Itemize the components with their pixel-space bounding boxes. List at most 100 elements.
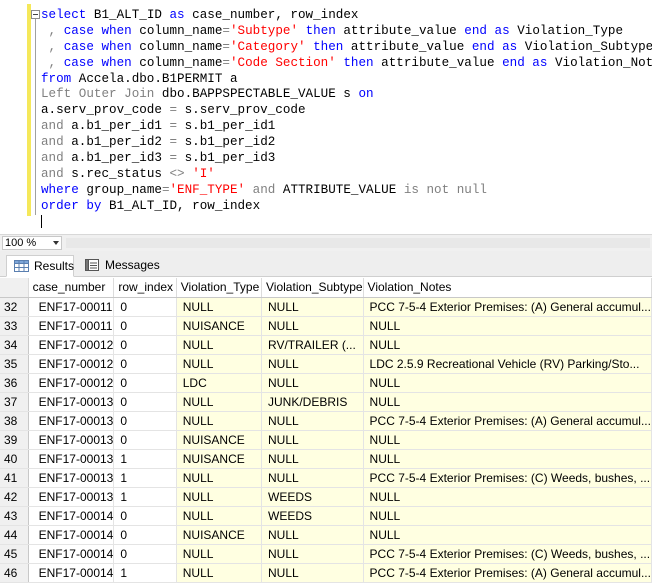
row-number[interactable]: 46 xyxy=(0,563,29,583)
grid-cell[interactable]: NULL xyxy=(261,525,364,545)
grid-cell[interactable]: NUISANCE xyxy=(176,316,263,336)
grid-cell[interactable]: ENF17-00014 xyxy=(28,544,115,564)
grid-cell[interactable]: PCC 7-5-4 Exterior Premises: (A) General… xyxy=(363,411,652,431)
grid-cell[interactable]: NULL xyxy=(363,430,652,450)
grid-cell[interactable]: ENF17-00014 xyxy=(28,506,115,526)
row-number[interactable]: 40 xyxy=(0,449,29,469)
tab-messages[interactable]: Messages xyxy=(78,255,160,277)
tab-results[interactable]: Results xyxy=(6,255,74,277)
column-header-case-number[interactable]: case_number xyxy=(28,278,115,298)
grid-cell[interactable]: NULL xyxy=(176,411,263,431)
grid-cell[interactable]: 0 xyxy=(113,316,177,336)
grid-cell[interactable]: ENF17-00013 xyxy=(28,411,115,431)
grid-cell[interactable]: NULL xyxy=(363,335,652,355)
grid-cell[interactable]: ENF17-00013 xyxy=(28,430,115,450)
grid-cell[interactable]: PCC 7-5-4 Exterior Premises: (A) General… xyxy=(363,563,652,583)
grid-cell[interactable]: 0 xyxy=(113,354,177,374)
grid-cell[interactable]: NULL xyxy=(363,373,652,393)
grid-cell[interactable]: NUISANCE xyxy=(176,525,263,545)
grid-cell[interactable]: NULL xyxy=(176,468,263,488)
grid-cell[interactable]: 1 xyxy=(113,563,177,583)
row-number[interactable]: 42 xyxy=(0,487,29,507)
grid-cell[interactable]: ENF17-00013 xyxy=(28,392,115,412)
grid-cell[interactable]: PCC 7-5-4 Exterior Premises: (C) Weeds, … xyxy=(363,544,652,564)
row-number[interactable]: 34 xyxy=(0,335,29,355)
row-number[interactable]: 39 xyxy=(0,430,29,450)
grid-cell[interactable]: RV/TRAILER (... xyxy=(261,335,364,355)
grid-cell[interactable]: 0 xyxy=(113,392,177,412)
grid-cell[interactable]: ENF17-00013 xyxy=(28,487,115,507)
grid-cell[interactable]: 0 xyxy=(113,335,177,355)
grid-cell[interactable]: ENF17-00014 xyxy=(28,525,115,545)
grid-cell[interactable]: PCC 7-5-4 Exterior Premises: (A) General… xyxy=(363,297,652,317)
grid-cell[interactable]: 0 xyxy=(113,411,177,431)
grid-cell[interactable]: 0 xyxy=(113,297,177,317)
grid-cell[interactable]: 0 xyxy=(113,373,177,393)
grid-cell[interactable]: NULL xyxy=(363,392,652,412)
grid-cell[interactable]: NULL xyxy=(261,373,364,393)
sql-editor[interactable]: select B1_ALT_ID as case_number, row_ind… xyxy=(0,0,652,234)
grid-cell[interactable]: ENF17-00012 xyxy=(28,354,115,374)
grid-cell[interactable]: 1 xyxy=(113,468,177,488)
grid-cell[interactable]: NULL xyxy=(176,487,263,507)
grid-cell[interactable]: WEEDS xyxy=(261,487,364,507)
collapse-toggle-icon[interactable] xyxy=(31,10,40,19)
grid-cell[interactable]: NULL xyxy=(261,316,364,336)
grid-cell[interactable]: NULL xyxy=(261,468,364,488)
grid-cell[interactable]: WEEDS xyxy=(261,506,364,526)
grid-cell[interactable]: NULL xyxy=(261,354,364,374)
grid-cell[interactable]: JUNK/DEBRIS xyxy=(261,392,364,412)
row-number[interactable]: 35 xyxy=(0,354,29,374)
grid-cell[interactable]: NULL xyxy=(363,506,652,526)
grid-cell[interactable]: ENF17-00011 xyxy=(28,316,115,336)
grid-cell[interactable]: 1 xyxy=(113,487,177,507)
column-header-violation-type[interactable]: Violation_Type xyxy=(176,278,263,298)
row-number[interactable]: 41 xyxy=(0,468,29,488)
grid-cell[interactable]: 0 xyxy=(113,430,177,450)
grid-cell[interactable]: 0 xyxy=(113,544,177,564)
grid-cell[interactable]: NULL xyxy=(176,335,263,355)
grid-cell[interactable]: NULL xyxy=(261,430,364,450)
sql-code[interactable]: select B1_ALT_ID as case_number, row_ind… xyxy=(41,8,652,230)
grid-cell[interactable]: NULL xyxy=(363,449,652,469)
row-number[interactable]: 43 xyxy=(0,506,29,526)
grid-cell[interactable]: ENF17-00014 xyxy=(28,563,115,583)
grid-cell[interactable]: NULL xyxy=(176,297,263,317)
grid-cell[interactable]: ENF17-00012 xyxy=(28,335,115,355)
grid-cell[interactable]: NULL xyxy=(176,392,263,412)
grid-cell[interactable]: NULL xyxy=(176,544,263,564)
grid-cell[interactable]: NUISANCE xyxy=(176,449,263,469)
row-number[interactable]: 44 xyxy=(0,525,29,545)
grid-cell[interactable]: ENF17-00013 xyxy=(28,468,115,488)
grid-cell[interactable]: LDC xyxy=(176,373,263,393)
grid-cell[interactable]: LDC 2.5.9 Recreational Vehicle (RV) Park… xyxy=(363,354,652,374)
grid-cell[interactable]: NULL xyxy=(176,354,263,374)
grid-cell[interactable]: ENF17-00013 xyxy=(28,449,115,469)
grid-cell[interactable]: 0 xyxy=(113,506,177,526)
grid-cell[interactable]: ENF17-00012 xyxy=(28,373,115,393)
column-header-row-index[interactable]: row_index xyxy=(113,278,177,298)
row-number[interactable]: 38 xyxy=(0,411,29,431)
column-header-violation-subtype[interactable]: Violation_Subtype xyxy=(261,278,364,298)
grid-cell[interactable]: NULL xyxy=(261,563,364,583)
row-number[interactable]: 45 xyxy=(0,544,29,564)
row-number[interactable]: 32 xyxy=(0,297,29,317)
grid-cell[interactable]: NULL xyxy=(363,316,652,336)
zoom-select[interactable]: 100 % xyxy=(2,236,62,250)
grid-cell[interactable]: PCC 7-5-4 Exterior Premises: (C) Weeds, … xyxy=(363,468,652,488)
row-number[interactable]: 36 xyxy=(0,373,29,393)
